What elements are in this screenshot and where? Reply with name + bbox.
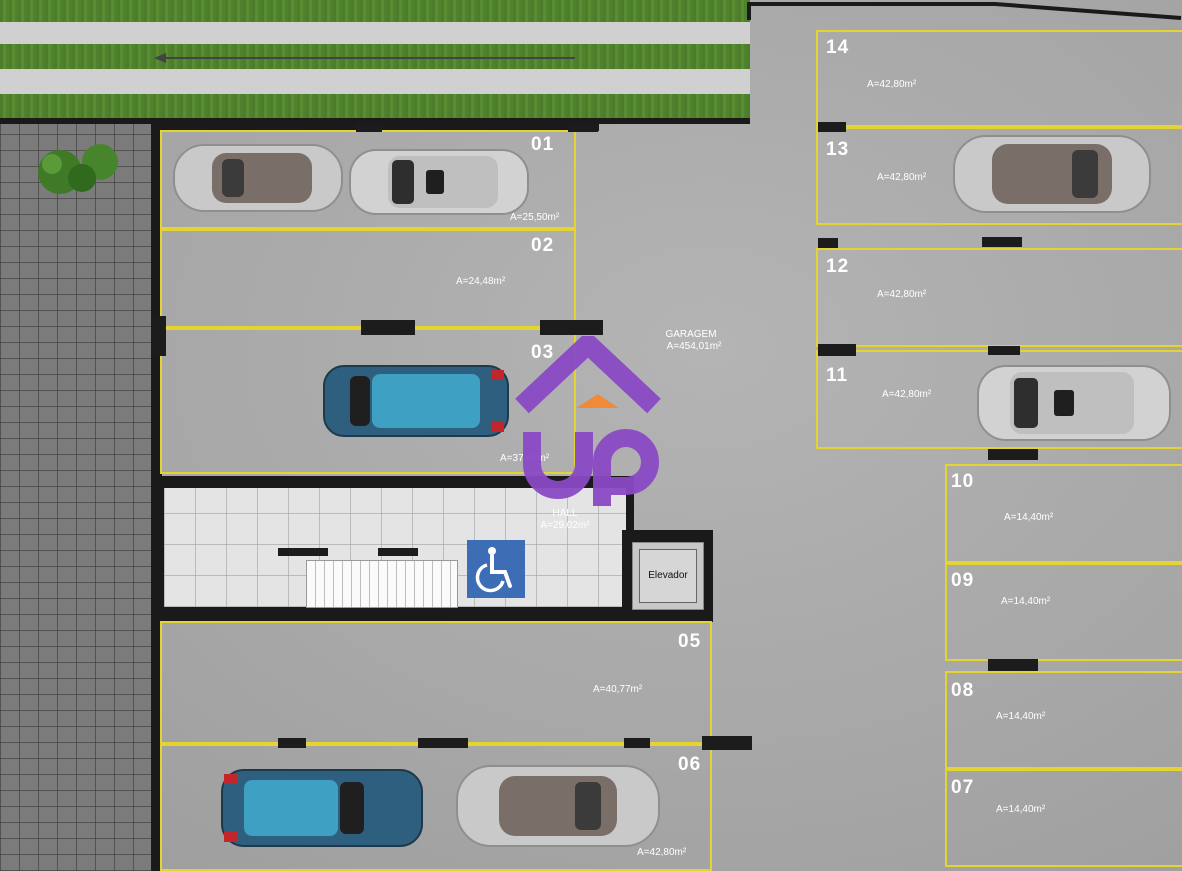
pillar (988, 659, 1038, 671)
spot-number: 03 (531, 342, 555, 363)
pillar (418, 738, 468, 748)
ramp-edge (747, 1, 1182, 20)
spot-area: A=14,40m² (1001, 596, 1051, 607)
parking-spot-10 (945, 464, 1182, 563)
wheelchair-icon (467, 540, 525, 598)
grass-strip (0, 0, 750, 22)
sidewalk (0, 124, 152, 871)
pillar (982, 237, 1022, 247)
pillar (356, 124, 382, 132)
parking-spot-12 (816, 248, 1182, 347)
elevator (632, 542, 704, 610)
parking-spot-07 (945, 769, 1182, 867)
pillar (568, 124, 598, 132)
parking-spot-14 (816, 30, 1182, 127)
parking-spot-02 (160, 229, 576, 328)
spot-number: 09 (951, 570, 975, 591)
hall-title: HALL (552, 508, 578, 519)
pillar (624, 738, 650, 748)
spot-area: A=42,80m² (882, 389, 932, 400)
spot-number: 11 (826, 365, 849, 386)
spot-area: A=42,80m² (637, 847, 687, 858)
spot-area: A=42,80m² (877, 172, 927, 183)
up-logo-watermark (515, 336, 661, 506)
stair-rail (278, 548, 328, 556)
spot-number: 14 (826, 37, 850, 58)
car-silver (977, 365, 1171, 441)
pillar (988, 346, 1020, 355)
spot-number: 12 (826, 256, 850, 277)
pillar (818, 122, 846, 132)
spot-number: 05 (678, 631, 702, 652)
parking-spot-13 (816, 127, 1182, 225)
parking-spot-09 (945, 563, 1182, 661)
grass-strip (0, 94, 750, 118)
spot-area: A=42,80m² (867, 79, 917, 90)
garage-area: A=454,01m² (666, 341, 722, 352)
spot-area: A=25,50m² (510, 212, 560, 223)
car-silver (456, 765, 660, 847)
street-curb (0, 118, 750, 124)
pillar (540, 320, 603, 335)
elevator-label: Elevador (648, 570, 688, 581)
west-wall (151, 124, 162, 871)
car-silver (953, 135, 1151, 213)
parking-spot-08 (945, 671, 1182, 769)
spot-number: 01 (531, 134, 555, 155)
direction-arrow-icon (154, 53, 575, 63)
hall-area: A=29,02m² (540, 520, 590, 531)
spot-area: A=14,40m² (996, 804, 1046, 815)
car-blue (221, 769, 423, 847)
spot-number: 02 (531, 235, 555, 256)
pillar (818, 344, 856, 356)
spot-number: 08 (951, 680, 975, 701)
pillar (278, 738, 306, 748)
staircase (306, 560, 458, 608)
parking-spot-05 (160, 621, 712, 744)
garage-title: GARAGEM (665, 329, 717, 340)
car-silver (349, 149, 529, 215)
car-silver (173, 144, 343, 212)
spot-number: 13 (826, 139, 850, 160)
spot-number: 06 (678, 754, 702, 775)
spot-area: A=40,77m² (593, 684, 643, 695)
car-blue (323, 365, 509, 437)
pillar (988, 449, 1038, 460)
spot-area: A=42,80m² (877, 289, 927, 300)
tree-icon (38, 144, 118, 194)
spot-area: A=14,40m² (996, 711, 1046, 722)
pillar (702, 736, 752, 750)
grass-strip (0, 44, 750, 69)
stair-rail (378, 548, 418, 556)
pillar (818, 238, 838, 248)
spot-area: A=14,40m² (1004, 512, 1054, 523)
spot-area: A=24,48m² (456, 276, 506, 287)
pillar (152, 316, 166, 356)
spot-number: 07 (951, 777, 975, 798)
pillar (361, 320, 415, 335)
spot-number: 10 (951, 471, 975, 492)
